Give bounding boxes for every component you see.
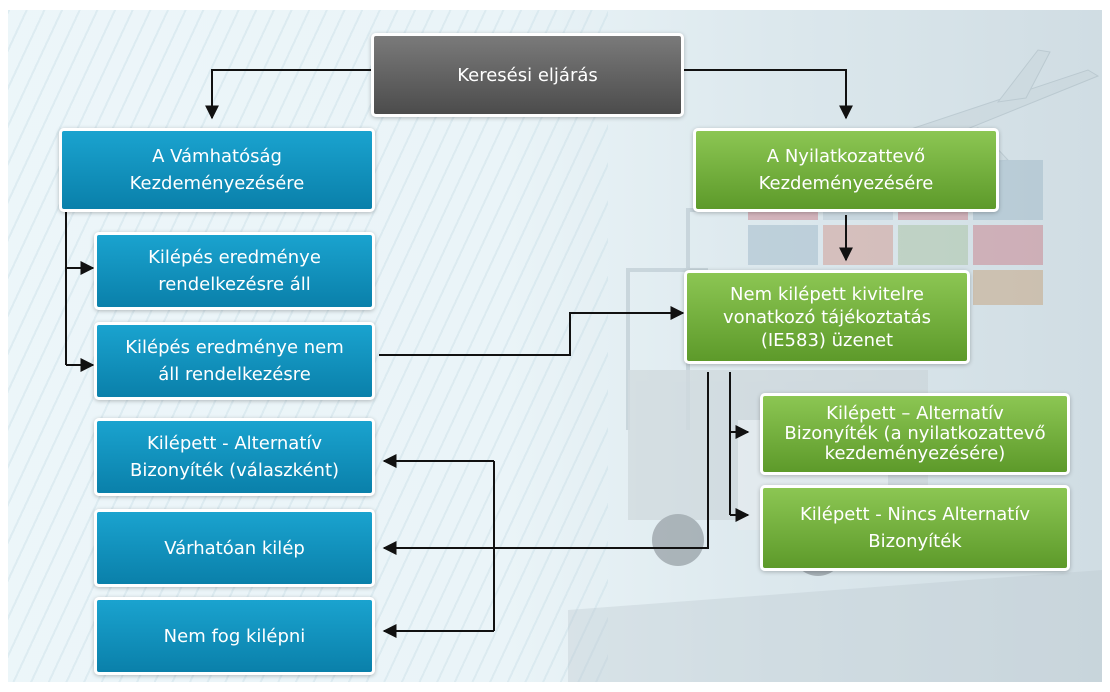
- declarant-initiated-label: A Nyilatkozattevő Kezdeményezésére: [758, 146, 934, 194]
- search-procedure-label: Keresési eljárás: [457, 64, 598, 86]
- ie583-message-box: Nem kilépett kivitelre vonatkozó tájékoz…: [684, 270, 970, 364]
- expected-to-exit-box: Várhatóan kilép: [94, 509, 375, 587]
- search-procedure-box: Keresési eljárás: [371, 33, 684, 117]
- arrow-not-available-to-message: [379, 306, 685, 356]
- exited-alt-evidence-declarant-box: Kilépett – Alternatív Bizonyíték (a nyil…: [760, 393, 1070, 475]
- will-not-exit-label: Nem fog kilépni: [163, 625, 306, 647]
- exit-result-not-available-label: Kilépés eredménye nem áll rendelkezésre: [125, 337, 344, 385]
- exit-result-not-available-box: Kilépés eredménye nem áll rendelkezésre: [94, 322, 375, 400]
- customs-initiated-label: A Vámhatóság Kezdeményezésére: [129, 146, 305, 194]
- exited-alt-evidence-response-box: Kilépett - Alternatív Bizonyíték (válasz…: [94, 418, 375, 496]
- ie583-message-label: Nem kilépett kivitelre vonatkozó tájékoz…: [722, 283, 932, 351]
- will-not-exit-box: Nem fog kilépni: [94, 597, 375, 675]
- arrow-message-to-expected: [382, 372, 709, 555]
- exit-result-available-label: Kilépés eredménye rendelkezésre áll: [148, 247, 321, 295]
- expected-to-exit-label: Várhatóan kilép: [164, 537, 305, 559]
- arrow-top-to-right: [683, 69, 853, 120]
- exited-alt-evidence-declarant-label: Kilépett – Alternatív Bizonyíték (a nyil…: [784, 403, 1046, 464]
- exited-no-alt-evidence-label: Kilépett - Nincs Alternatív Bizonyíték: [800, 504, 1030, 552]
- exited-alt-evidence-response-label: Kilépett - Alternatív Bizonyíték (válasz…: [129, 433, 340, 481]
- declarant-initiated-box: A Nyilatkozattevő Kezdeményezésére: [693, 128, 999, 212]
- exited-no-alt-evidence-box: Kilépett - Nincs Alternatív Bizonyíték: [760, 485, 1070, 571]
- customs-initiated-box: A Vámhatóság Kezdeményezésére: [59, 128, 375, 212]
- exit-result-available-box: Kilépés eredménye rendelkezésre áll: [94, 232, 375, 310]
- arrow-top-to-left: [205, 69, 372, 120]
